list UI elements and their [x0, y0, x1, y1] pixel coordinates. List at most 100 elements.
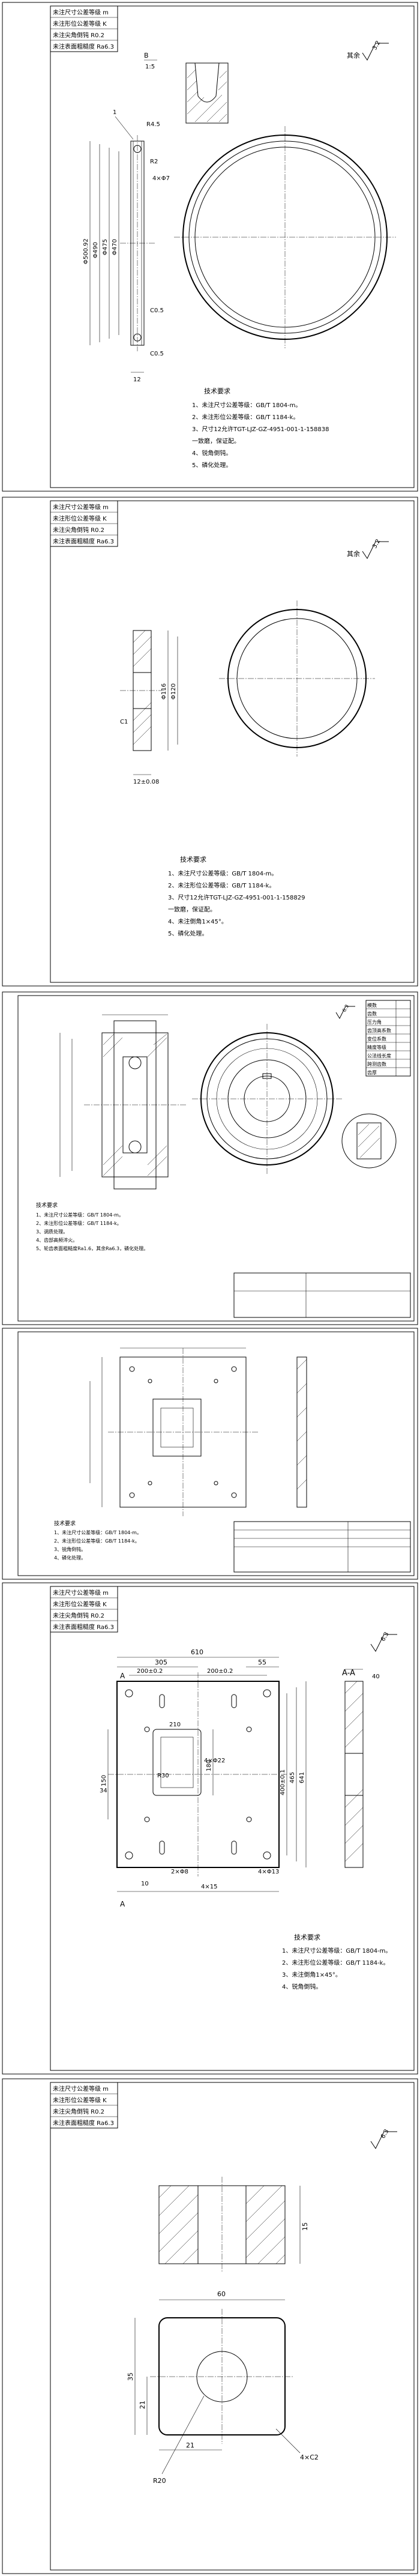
dim-35: 35 — [127, 2372, 134, 2381]
svg-text:1:5: 1:5 — [145, 64, 155, 70]
header-table-6: 未注尺寸公差等级 m 未注形位公差等级 K 未注尖角倒钝 R0.2 未注表面粗糙… — [50, 2082, 118, 2129]
dim-641: 641 — [299, 1772, 305, 1783]
dim-200-right: 200±0.2 — [207, 1668, 233, 1675]
svg-text:3、锐角倒钝。: 3、锐角倒钝。 — [54, 1546, 86, 1552]
dim-4-phi7: 4×Φ7 — [152, 175, 170, 182]
detail-view-b: B 1:5 — [144, 52, 229, 124]
dim-phi120: Φ120 — [170, 683, 177, 700]
dim-r30: R30 — [157, 1773, 169, 1779]
block-plan-view: 60 35 21 21 4×C2 R20 — [127, 2290, 319, 2485]
svg-text:技术要求: 技术要求 — [204, 387, 230, 395]
svg-text:6.3: 6.3 — [341, 1003, 350, 1013]
svg-text:6.3: 6.3 — [380, 2128, 390, 2139]
dim-40: 40 — [372, 1673, 380, 1680]
roughness-symbol-3: 6.3 — [335, 1003, 355, 1020]
roughness-symbol-1: 其余 3.2 — [347, 40, 389, 61]
svg-text:3、尺寸12允许TGT-LJZ-GZ-4951-001-1-: 3、尺寸12允许TGT-LJZ-GZ-4951-001-1-158829 — [168, 893, 305, 901]
dim-15: 15 — [301, 2222, 309, 2231]
gear-param-table: 模数 齿数 压力角 齿顶高系数 变位系数 精度等级 公法线长度 跨测齿数 齿厚 — [365, 1000, 411, 1077]
dim-210: 210 — [169, 1722, 181, 1728]
dim-21-b: 21 — [186, 2441, 194, 2449]
dim-phi116: Φ116 — [161, 683, 167, 700]
svg-text:1、未注尺寸公差等级：GB/T 1804-m。: 1、未注尺寸公差等级：GB/T 1804-m。 — [168, 869, 277, 877]
plate-front-view-small — [89, 1347, 258, 1516]
svg-text:4、齿部高频淬火。: 4、齿部高频淬火。 — [36, 1237, 77, 1243]
header-row-2: 未注形位公差等级 K — [53, 20, 107, 28]
sheet-3-gear: 模数 齿数 压力角 齿顶高系数 变位系数 精度等级 公法线长度 跨测齿数 齿厚 … — [2, 991, 418, 1325]
dim-21-a: 21 — [139, 2401, 146, 2409]
washer-side-view: C1 Φ116 Φ120 12±0.08 — [120, 630, 178, 785]
dim-phi470: Φ470 — [112, 239, 118, 255]
svg-text:未注尺寸公差等级 m: 未注尺寸公差等级 m — [53, 2085, 109, 2093]
dim-34: 34 — [100, 1788, 107, 1794]
svg-text:跨测齿数: 跨测齿数 — [367, 1061, 386, 1067]
roughness-symbol-5: 6.3 — [370, 1631, 397, 1652]
dim-phi50092: Φ500.92 — [83, 238, 89, 264]
svg-text:未注尺寸公差等级 m: 未注尺寸公差等级 m — [53, 1589, 109, 1597]
dim-305: 305 — [155, 1658, 167, 1666]
svg-text:2、未注形位公差等级：GB/T 1184-k。: 2、未注形位公差等级：GB/T 1184-k。 — [192, 413, 299, 421]
header-row-1: 未注尺寸公差等级 m — [53, 8, 109, 16]
dim-r45: R4.5 — [146, 121, 160, 128]
svg-text:未注尖角倒钝 R0.2: 未注尖角倒钝 R0.2 — [53, 2108, 104, 2115]
svg-text:3、未注倒角1×45°。: 3、未注倒角1×45°。 — [282, 1971, 341, 1979]
title-block-4 — [233, 1521, 411, 1573]
svg-text:未注尖角倒钝 R0.2: 未注尖角倒钝 R0.2 — [53, 1612, 104, 1619]
svg-text:2、未注形位公差等级：GB/T 1184-k。: 2、未注形位公差等级：GB/T 1184-k。 — [54, 1538, 140, 1544]
svg-text:齿厚: 齿厚 — [367, 1070, 377, 1075]
svg-text:未注形位公差等级 K: 未注形位公差等级 K — [53, 515, 107, 522]
svg-text:3.2: 3.2 — [371, 538, 382, 549]
dim-4-c2: 4×C2 — [300, 2454, 319, 2461]
dim-phi490: Φ490 — [92, 242, 99, 258]
dim-r2: R2 — [150, 159, 158, 165]
svg-text:4、磷化处理。: 4、磷化处理。 — [54, 1555, 86, 1561]
svg-text:压力角: 压力角 — [367, 1019, 382, 1025]
svg-text:技术要求: 技术要求 — [180, 856, 206, 863]
dim-c05-bottom: C0.5 — [150, 351, 164, 357]
header-table-2: 未注尺寸公差等级 m 未注形位公差等级 K 未注尖角倒钝 R0.2 未注表面粗糙… — [50, 500, 118, 547]
dim-10: 10 — [141, 1881, 149, 1887]
tech-notes-4: 技术要求 1、未注尺寸公差等级：GB/T 1804-m。 2、未注形位公差等级：… — [54, 1520, 142, 1561]
dim-200-left: 200±0.2 — [137, 1668, 163, 1675]
svg-text:A-A: A-A — [342, 1669, 355, 1678]
svg-text:A: A — [120, 1672, 125, 1680]
svg-text:精度等级: 精度等级 — [367, 1044, 386, 1050]
washer-hatch — [133, 630, 152, 745]
svg-text:技术要求: 技术要求 — [294, 1934, 320, 1941]
sheet-1-ring: 未注尺寸公差等级 m 未注形位公差等级 K 未注尖角倒钝 R0.2 未注表面粗糙… — [2, 2, 418, 492]
svg-text:5、轮齿表面粗糙度Ra1.6，其余Ra6.3，磷化处理。: 5、轮齿表面粗糙度Ra1.6，其余Ra6.3，磷化处理。 — [36, 1245, 148, 1251]
svg-text:1、未注尺寸公差等级：GB/T 1804-m。: 1、未注尺寸公差等级：GB/T 1804-m。 — [54, 1529, 142, 1535]
sheet-2-washer: 未注尺寸公差等级 m 未注形位公差等级 K 未注尖角倒钝 R0.2 未注表面粗糙… — [2, 497, 418, 987]
svg-text:1: 1 — [113, 109, 116, 116]
sheet-5-base-plate: 未注尺寸公差等级 m 未注形位公差等级 K 未注尖角倒钝 R0.2 未注表面粗糙… — [2, 1582, 418, 2075]
roughness-symbol-2: 其余 3.2 — [347, 538, 389, 559]
svg-text:4、锐角倒钝。: 4、锐角倒钝。 — [192, 449, 232, 457]
block-side-section: 15 — [158, 2177, 309, 2273]
svg-text:C1: C1 — [120, 719, 128, 725]
tech-notes-2: 技术要求 1、未注尺寸公差等级：GB/T 1804-m。 2、未注形位公差等级：… — [168, 856, 305, 937]
svg-text:其余: 其余 — [347, 51, 360, 59]
title-block-3 — [233, 1272, 411, 1318]
svg-text:2、未注形位公差等级：GB/T 1184-k。: 2、未注形位公差等级：GB/T 1184-k。 — [168, 881, 275, 889]
sheet-4-plate: 技术要求 1、未注尺寸公差等级：GB/T 1804-m。 2、未注形位公差等级：… — [2, 1328, 418, 1580]
dim-12-tol: 12±0.08 — [133, 779, 159, 785]
detail-hatch — [187, 69, 227, 122]
svg-text:4、未注倒角1×45°。: 4、未注倒角1×45°。 — [168, 918, 227, 925]
washer-front-view — [219, 600, 375, 757]
svg-text:1、未注尺寸公差等级：GB/T 1804-m。: 1、未注尺寸公差等级：GB/T 1804-m。 — [192, 401, 301, 409]
svg-text:3、尺寸12允许TGT-LJZ-GZ-4951-001-1-: 3、尺寸12允许TGT-LJZ-GZ-4951-001-1-158838 — [192, 425, 329, 433]
svg-text:一致磨，保证配。: 一致磨，保证配。 — [192, 437, 240, 445]
roughness-symbol-6: 6.3 — [370, 2128, 397, 2149]
svg-text:1、未注尺寸公差等级：GB/T 1804-m。: 1、未注尺寸公差等级：GB/T 1804-m。 — [36, 1212, 124, 1218]
svg-text:未注形位公差等级 K: 未注形位公差等级 K — [53, 2096, 107, 2104]
gear-section-view — [59, 1014, 186, 1190]
svg-text:5、磷化处理。: 5、磷化处理。 — [192, 461, 232, 469]
dim-4-phi22: 4×Φ22 — [204, 1758, 225, 1764]
dim-60: 60 — [217, 2290, 226, 2298]
gear-front-view — [192, 1024, 342, 1174]
svg-text:公法线长度: 公法线长度 — [367, 1053, 391, 1059]
dim-180: 180 — [206, 1760, 212, 1771]
svg-text:3.2: 3.2 — [371, 40, 382, 51]
header-row-4: 未注表面粗糙度 Ra6.3 — [53, 43, 114, 50]
